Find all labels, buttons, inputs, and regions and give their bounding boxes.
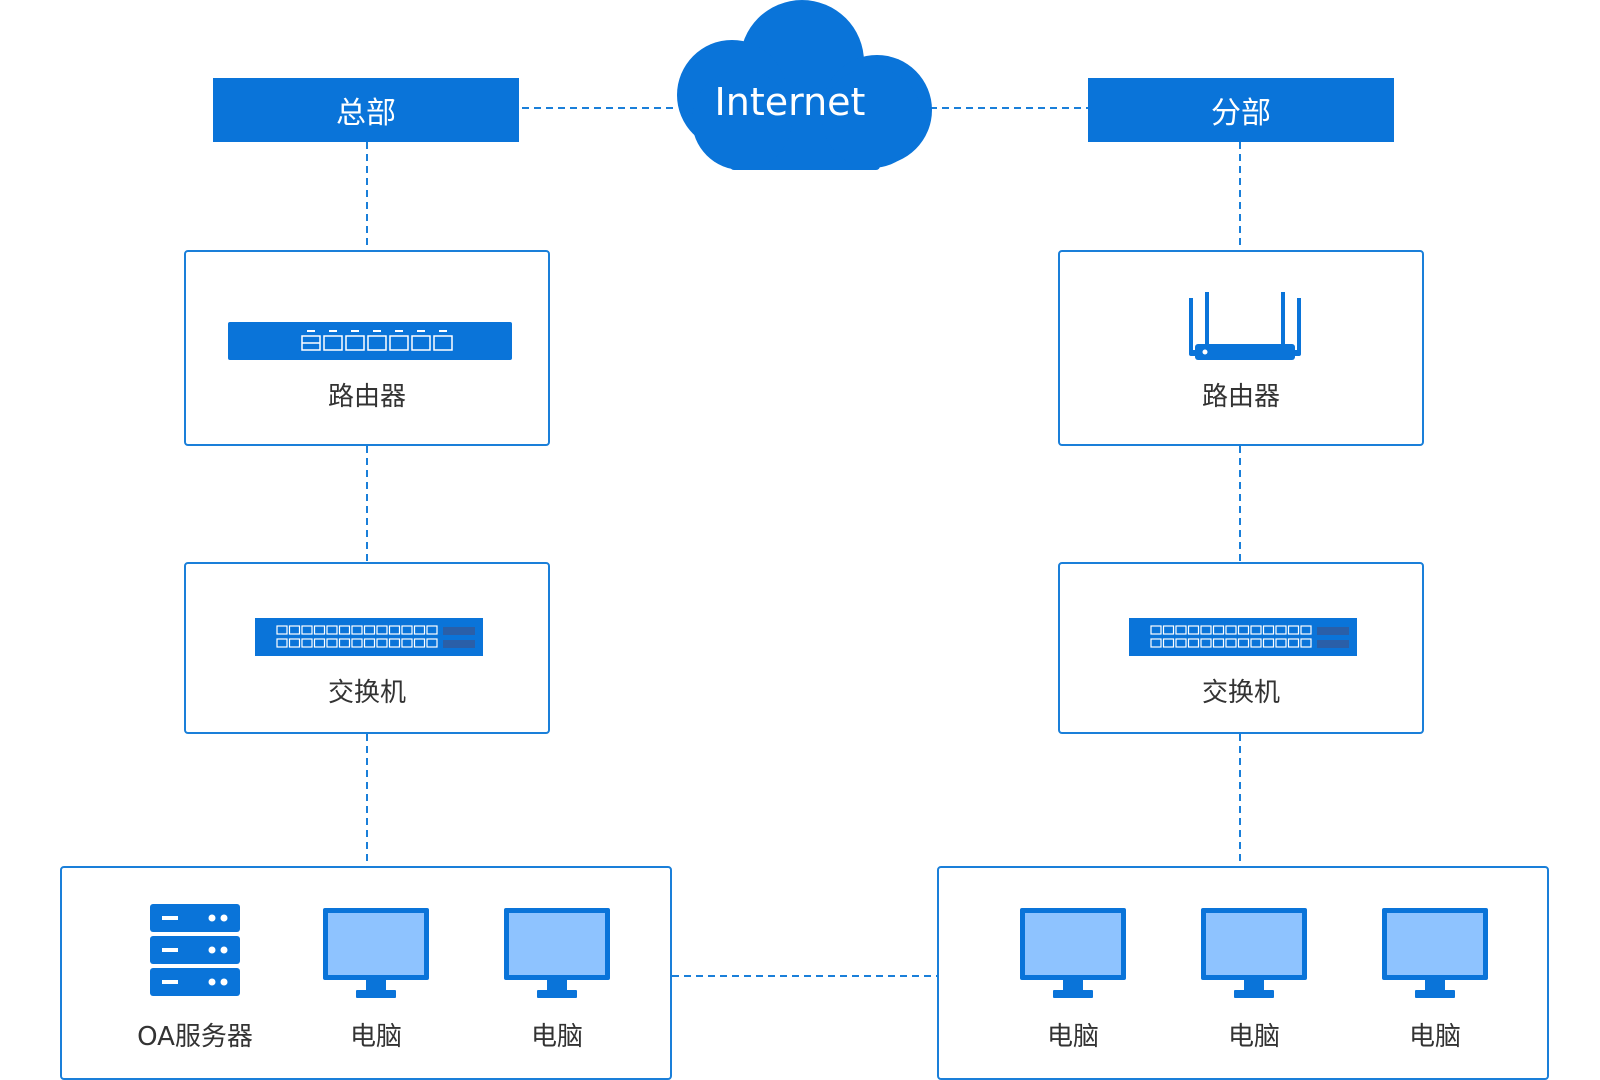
branch-clients-box: 电脑 电脑 电脑 xyxy=(937,866,1549,1080)
monitor-icon xyxy=(1201,908,1307,998)
cloud-icon xyxy=(677,0,932,170)
hq-clients-box: OA服务器 电脑 电脑 xyxy=(60,866,672,1080)
hq-pc1-label: 电脑 xyxy=(349,1022,402,1052)
hq-router-box: 路由器 xyxy=(184,250,550,446)
branch-pc3-label: 电脑 xyxy=(1408,1022,1461,1052)
headquarters-title: 总部 xyxy=(336,96,396,131)
hq-switch-label: 交换机 xyxy=(327,678,406,708)
monitor-icon xyxy=(1020,908,1126,998)
branch-title: 分部 xyxy=(1211,96,1271,131)
headquarters-banner: 总部 xyxy=(213,78,519,142)
branch-router-box: 路由器 xyxy=(1058,250,1424,446)
hq-switch-box: 交换机 xyxy=(184,562,550,734)
hq-router-label: 路由器 xyxy=(327,382,406,412)
oa-server-label: OA服务器 xyxy=(137,1022,253,1052)
wireless-router-icon xyxy=(1189,292,1301,360)
internet-label: Internet xyxy=(714,80,866,124)
hq-pc2-label: 电脑 xyxy=(530,1022,583,1052)
server-icon xyxy=(150,904,240,996)
branch-banner: 分部 xyxy=(1088,78,1394,142)
branch-pc2-label: 电脑 xyxy=(1227,1022,1280,1052)
rack-router-icon xyxy=(228,322,512,360)
branch-switch-box: 交换机 xyxy=(1058,562,1424,734)
monitor-icon xyxy=(504,908,610,998)
monitor-icon xyxy=(1382,908,1488,998)
monitor-icon xyxy=(323,908,429,998)
switch-icon xyxy=(1129,618,1357,656)
switch-icon xyxy=(255,618,483,656)
branch-router-label: 路由器 xyxy=(1201,382,1280,412)
branch-pc1-label: 电脑 xyxy=(1046,1022,1099,1052)
branch-switch-label: 交换机 xyxy=(1201,678,1280,708)
